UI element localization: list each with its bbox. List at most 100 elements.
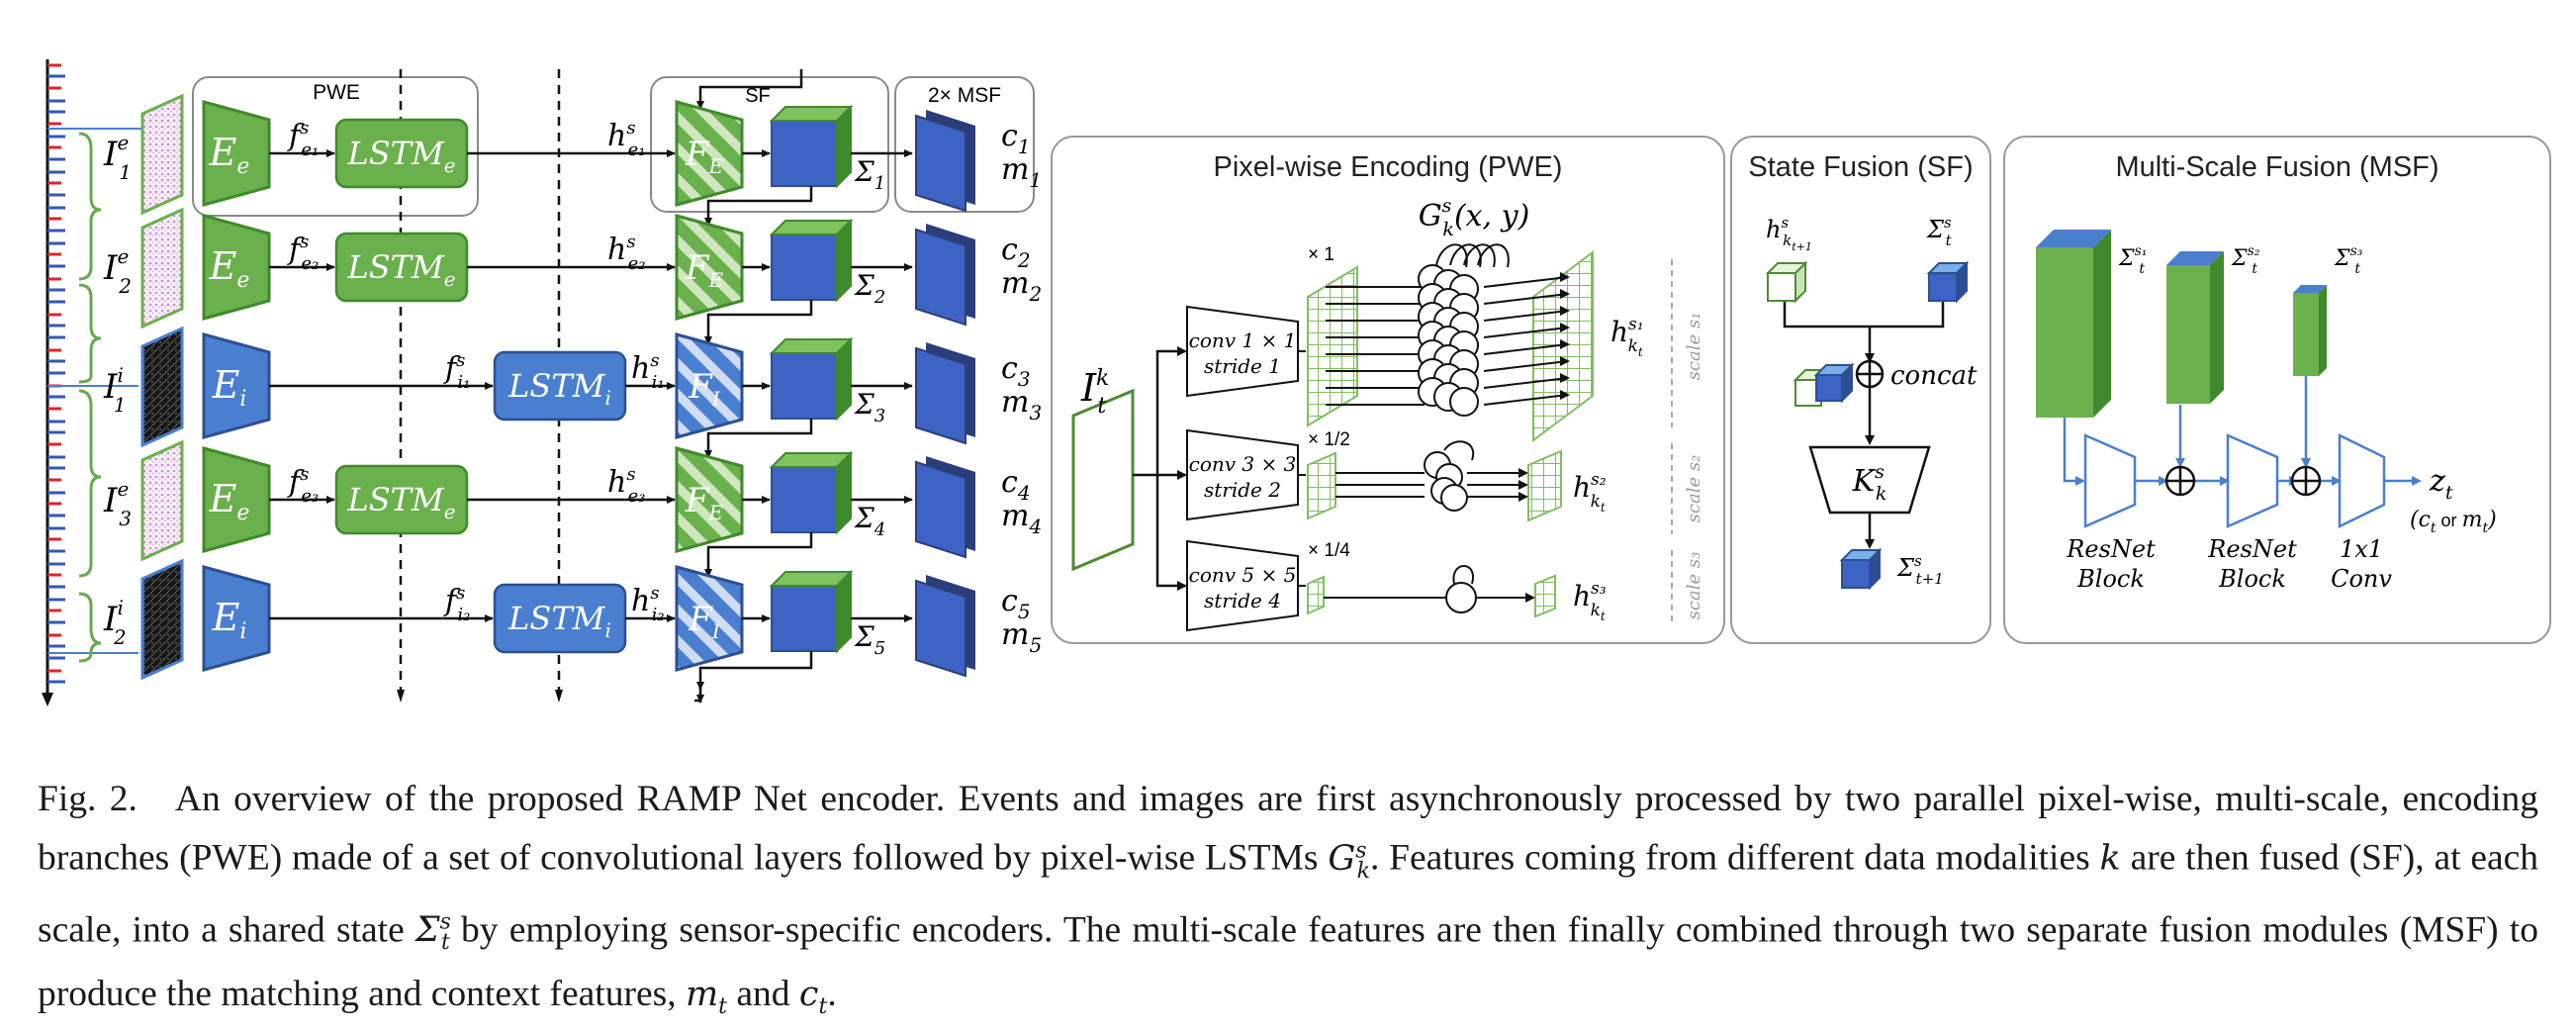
lstm-label: LSTMi — [507, 367, 611, 410]
fusion-encoder-block — [675, 100, 744, 207]
matching-label: m2 — [1001, 266, 1042, 306]
encoder-block — [202, 565, 271, 672]
scale-factor-label: × 1/2 — [1308, 429, 1350, 450]
pwe-input-plane — [1071, 388, 1135, 572]
scale-factor-label: × 1/4 — [1308, 540, 1350, 561]
matching-label: m1 — [1001, 152, 1042, 192]
fusion-encoder-block — [675, 332, 744, 439]
caption-text-2: . Features coming from different data mo… — [1369, 837, 2100, 879]
intensity-frame-image — [140, 326, 184, 448]
msf-slab-s3 — [2293, 285, 2327, 376]
shared-state-cube — [771, 120, 838, 187]
timeline-braces — [78, 132, 102, 663]
lstm-label: LSTMi — [507, 600, 611, 642]
shared-state-cube — [771, 234, 838, 301]
encoder-block — [202, 100, 271, 207]
caption-label: Fig. 2. — [38, 779, 138, 819]
caption-g: Gsk — [1328, 838, 1370, 884]
conv-stride-label: stride 2 — [1204, 478, 1281, 502]
conv-kernel-label: conv 1 × 1 — [1189, 329, 1297, 352]
state-label: Σ2 — [854, 269, 885, 308]
matching-label: m4 — [1001, 499, 1042, 538]
pwe-grid-in-s1 — [1307, 265, 1358, 427]
caption-sigma: Σst — [414, 909, 451, 956]
fusion-encoder-label: FE — [685, 135, 724, 178]
sf-cube-out — [1839, 547, 1883, 591]
conv-stride-label: stride 1 — [1204, 354, 1281, 378]
intensity-frame-image — [140, 558, 184, 681]
pwe-grid-out-s2 — [1527, 449, 1562, 522]
matching-label: m3 — [1001, 385, 1042, 424]
encoder-label: Ei — [212, 363, 247, 412]
lstm-label: LSTMe — [346, 248, 455, 291]
conv-trapezoid — [1186, 428, 1299, 521]
timeline — [42, 59, 148, 706]
shared-state-cube — [771, 585, 838, 652]
caption-c: ct — [798, 975, 828, 1020]
state-label: Σ5 — [854, 620, 885, 659]
lstm-label: LSTMe — [346, 481, 455, 523]
scale-factor-label: × 1 — [1308, 244, 1334, 265]
sf-group-box: SF — [650, 69, 889, 213]
caption-text-5: and — [727, 974, 799, 1015]
sf-title: State Fusion (SF) — [1748, 151, 1973, 183]
pwe-group-box: PWE — [192, 76, 479, 217]
timeline-ticks — [47, 63, 65, 684]
conv-trapezoid — [1186, 305, 1299, 398]
msf-slab-s1 — [2036, 230, 2111, 418]
context-label: c5 — [1001, 584, 1031, 623]
sf-cube-h — [1765, 260, 1808, 304]
context-label: c1 — [1001, 119, 1031, 158]
encoder-label: Ee — [209, 131, 250, 179]
msf-block1-label-2: Block — [2076, 565, 2145, 593]
matching-label: m5 — [1001, 617, 1042, 657]
fusion-encoder-label: FI — [688, 367, 721, 411]
context-label: c3 — [1001, 351, 1031, 391]
event-frame-image — [140, 93, 184, 216]
pwe-lstm-bundle — [1326, 243, 1570, 417]
fusion-encoder-block — [675, 214, 744, 321]
msf-z-note: (ct or mt) — [2410, 508, 2497, 536]
context-label: c4 — [1001, 465, 1031, 505]
msf-plane-front — [915, 228, 966, 327]
msf-z-label: zt — [2429, 464, 2453, 504]
scale-label: scale s₂ — [1684, 455, 1704, 523]
conv-stride-label: stride 4 — [1204, 589, 1281, 612]
scale-label: scale s₃ — [1684, 552, 1704, 620]
fusion-encoder-block — [675, 446, 744, 553]
msf-plane-front — [915, 114, 966, 213]
caption-text-1: An overview of the proposed RAMP Net enc… — [38, 779, 2538, 879]
state-label: Σ4 — [854, 502, 885, 540]
encoder-label: Ee — [209, 477, 250, 525]
scale-label: scale s₁ — [1684, 313, 1704, 381]
caption-m: mt — [685, 975, 727, 1020]
msf-plane-front — [915, 460, 966, 559]
msf-block1-label-1: ResNet — [2066, 535, 2156, 563]
conv-trapezoid — [1186, 539, 1299, 632]
